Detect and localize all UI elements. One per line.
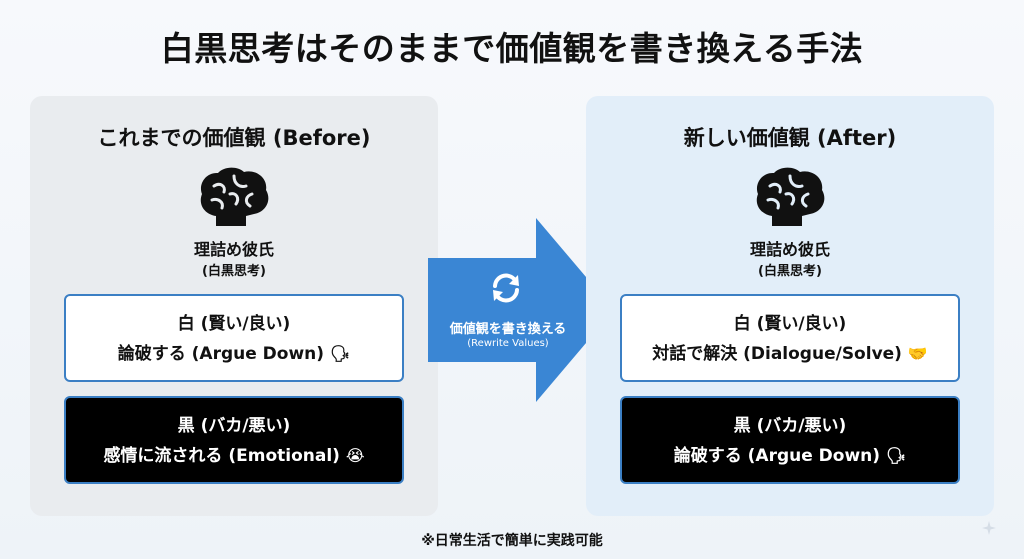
brain-icon — [756, 167, 825, 226]
handshake-icon: 🤝 — [907, 344, 928, 363]
sparkle-icon — [982, 521, 996, 535]
persona-sub: (白黒思考) — [758, 264, 822, 279]
refresh-icon — [493, 273, 519, 303]
persona-name: 理詰め彼氏 — [749, 240, 830, 259]
card-line1: 黒 (バカ/悪い) — [177, 416, 291, 436]
after-heading: 新しい価値観 (After) — [683, 126, 897, 150]
card-line1: 白 (賢い/良い) — [177, 314, 291, 334]
after-white-card: 白 (賢い/良い) 対話で解決 (Dialogue/Solve) 🤝 — [620, 294, 960, 382]
speaking-head-icon: 🗣 — [329, 344, 351, 363]
persona-name: 理詰め彼氏 — [193, 240, 274, 259]
speaking-head-icon: 🗣 — [885, 446, 907, 465]
card-line1: 黒 (バカ/悪い) — [733, 416, 847, 436]
arrow-labels: 価値観を書き換える (Rewrite Values) — [428, 0, 588, 559]
arrow-label: 価値観を書き換える — [449, 322, 567, 337]
before-white-card: 白 (賢い/良い) 論破する (Argue Down) 🗣 — [64, 294, 404, 382]
before-heading: これまでの価値観 (Before) — [97, 126, 371, 150]
card-line2: 対話で解決 (Dialogue/Solve) 🤝 — [652, 344, 928, 364]
page-title: 白黒思考はそのままで価値観を書き換える手法 — [160, 29, 864, 68]
after-panel: 新しい価値観 (After) 理詰め彼氏 (白黒思考) 白 (賢い/良い) 対話… — [586, 96, 994, 516]
card-line2: 感情に流される (Emotional) 😭 — [103, 446, 365, 466]
before-persona: 理詰め彼氏 (白黒思考) — [30, 239, 438, 283]
before-black-card: 黒 (バカ/悪い) 感情に流される (Emotional) 😭 — [64, 396, 404, 484]
transform-arrow — [428, 218, 614, 402]
arrow-sub-label: (Rewrite Values) — [467, 338, 549, 349]
footnote: ※日常生活で簡単に実践可能 — [421, 533, 603, 549]
card-line2: 論破する (Argue Down) 🗣 — [117, 344, 351, 364]
card-line1: 白 (賢い/良い) — [733, 314, 847, 334]
brain-icon — [200, 167, 269, 226]
persona-sub: (白黒思考) — [202, 264, 266, 279]
card-line2: 論破する (Argue Down) 🗣 — [673, 446, 907, 466]
before-panel: これまでの価値観 (Before) 理詰め彼氏 (白黒思考) 白 (賢い/良い)… — [30, 96, 438, 516]
crying-face-icon: 😭 — [345, 446, 365, 465]
after-persona: 理詰め彼氏 (白黒思考) — [586, 239, 994, 283]
after-black-card: 黒 (バカ/悪い) 論破する (Argue Down) 🗣 — [620, 396, 960, 484]
